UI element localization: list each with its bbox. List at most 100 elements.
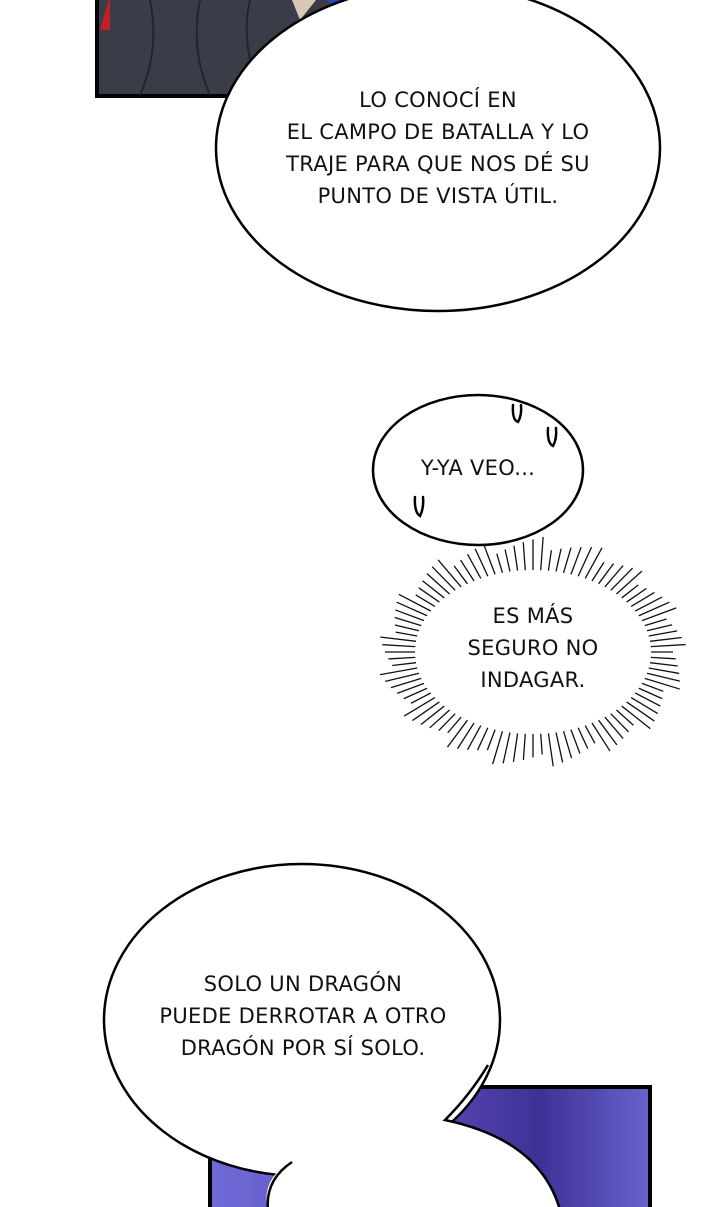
burst-line bbox=[382, 644, 416, 648]
burst-line bbox=[438, 713, 456, 732]
burst-line bbox=[547, 550, 553, 571]
burst-line bbox=[522, 733, 526, 760]
burst-line bbox=[394, 616, 422, 627]
text-line: LO CONOCÍ EN bbox=[359, 88, 517, 112]
burst-line bbox=[504, 549, 511, 572]
burst-line bbox=[379, 667, 418, 676]
burst-line bbox=[415, 594, 436, 608]
burst-line bbox=[418, 587, 440, 603]
burst-line bbox=[420, 705, 445, 725]
burst-line bbox=[641, 607, 677, 622]
burst-line bbox=[630, 591, 655, 608]
burst-line bbox=[412, 701, 440, 722]
burst-line bbox=[512, 733, 519, 762]
text-line: PUEDE DERROTAR A OTRO bbox=[159, 1004, 447, 1028]
burst-line bbox=[513, 545, 519, 571]
burst-line bbox=[502, 732, 511, 764]
burst-line bbox=[390, 677, 422, 689]
burst-line bbox=[650, 656, 676, 660]
burst-line bbox=[431, 566, 456, 591]
burst-line bbox=[429, 709, 450, 729]
burst-line bbox=[641, 682, 664, 692]
burst-line bbox=[584, 547, 603, 579]
text-line: TRAJE PARA QUE NOS DÉ SU bbox=[286, 152, 590, 176]
speech-bubble-1 bbox=[214, 0, 662, 313]
burst-line bbox=[584, 725, 596, 744]
burst-line bbox=[496, 553, 504, 573]
burst-line bbox=[555, 548, 562, 572]
text-line: SEGURO NO bbox=[467, 636, 599, 660]
burst-line bbox=[646, 672, 680, 682]
burst-line bbox=[650, 643, 686, 648]
burst-line bbox=[562, 731, 573, 759]
burst-line bbox=[395, 631, 418, 637]
text-line: INDAGAR. bbox=[480, 668, 586, 692]
burst-line bbox=[410, 692, 432, 704]
burst-line bbox=[547, 733, 554, 767]
burst-line bbox=[522, 542, 526, 571]
burst-line bbox=[634, 596, 663, 612]
burst-line bbox=[486, 729, 496, 751]
burst-line bbox=[638, 601, 670, 617]
speech-text-4: SOLO UN DRAGÓN PUEDE DERROTAR A OTRO DRA… bbox=[103, 968, 503, 1064]
burst-line bbox=[649, 662, 678, 667]
burst-line bbox=[570, 546, 582, 575]
burst-line bbox=[610, 567, 634, 591]
burst-line bbox=[426, 573, 450, 595]
burst-line bbox=[459, 559, 475, 582]
burst-line bbox=[422, 580, 445, 599]
burst-line bbox=[492, 731, 504, 765]
burst-line bbox=[453, 565, 468, 585]
burst-line bbox=[621, 705, 651, 730]
burst-line bbox=[604, 565, 624, 588]
burst-line bbox=[644, 677, 680, 690]
burst-line bbox=[396, 682, 425, 694]
burst-line bbox=[562, 547, 572, 573]
burst-line bbox=[466, 553, 482, 579]
burst-line bbox=[616, 570, 643, 595]
burst-line bbox=[466, 725, 482, 751]
burst-line bbox=[555, 732, 564, 763]
burst-line bbox=[395, 609, 425, 622]
text-line: DRAGÓN POR SÍ SOLO. bbox=[180, 1036, 426, 1060]
burst-line bbox=[540, 733, 543, 755]
burst-line bbox=[396, 601, 428, 617]
burst-line bbox=[482, 543, 496, 575]
burst-line bbox=[634, 692, 661, 707]
burst-line bbox=[392, 662, 417, 667]
text-line: SOLO UN DRAGÓN bbox=[203, 972, 403, 996]
speech-bubble-4 bbox=[102, 862, 561, 1207]
burst-line bbox=[649, 636, 682, 642]
thought-text: ES MÁS SEGURO NO INDAGAR. bbox=[433, 600, 633, 696]
burst-line bbox=[577, 546, 593, 577]
burst-line bbox=[630, 696, 659, 715]
burst-line bbox=[394, 624, 420, 632]
burst-line bbox=[476, 727, 489, 751]
stutter-marks bbox=[413, 403, 558, 518]
speech-text-2: Y-YA VEO... bbox=[378, 452, 578, 484]
burst-line bbox=[644, 618, 667, 627]
burst-line bbox=[626, 701, 655, 722]
thought-burst bbox=[379, 536, 686, 767]
burst-line bbox=[570, 729, 581, 754]
burst-line bbox=[646, 624, 673, 632]
burst-line bbox=[474, 548, 489, 577]
burst-line bbox=[540, 536, 544, 571]
burst-line bbox=[616, 709, 634, 726]
text-line: PUNTO DE VISTA ÚTIL. bbox=[317, 184, 559, 208]
burst-line bbox=[621, 584, 639, 599]
burst-line bbox=[598, 563, 615, 585]
burst-line bbox=[638, 687, 663, 700]
burst-line bbox=[598, 719, 618, 746]
burst-line bbox=[626, 587, 647, 603]
burst-line bbox=[403, 696, 436, 717]
burst-line bbox=[610, 713, 630, 733]
burst-line bbox=[648, 630, 678, 637]
burst-line bbox=[447, 716, 462, 734]
burst-line bbox=[385, 672, 420, 683]
burst-line bbox=[591, 561, 605, 582]
burst-line bbox=[577, 727, 589, 749]
burst-line bbox=[398, 593, 432, 612]
